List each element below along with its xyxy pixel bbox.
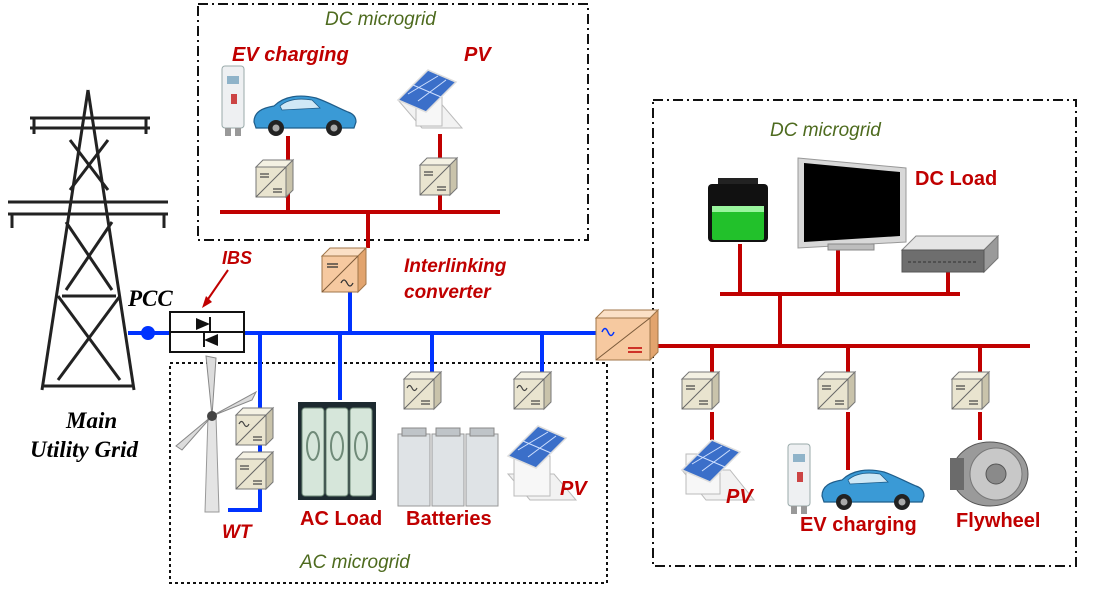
pv-right-label: PV [726,486,753,508]
dc-microgrid-top-title: DC microgrid [325,9,436,30]
ev-charging-right-label: EV charging [800,514,917,536]
pcc-label: PCC [128,286,173,311]
transmission-tower-icon [8,89,168,391]
main-utility-grid-label-line1: Main [66,408,118,433]
solar-panel-icon [506,425,578,501]
dc-load-label: DC Load [915,168,998,190]
flywheel-label: Flywheel [956,510,1041,532]
ac-microgrid-title: AC microgrid [300,552,410,573]
wt-label: WT [222,522,252,543]
batteries-label: Batteries [406,508,492,530]
converter-icon [255,159,294,198]
rack-server-icon [900,234,1000,274]
dc-microgrid-right-title: DC microgrid [770,120,881,141]
dc-bus-right [652,244,1030,470]
solar-panel-icon [396,69,464,129]
interlinking-label-line2: converter [404,282,491,303]
converter-icon [513,371,552,410]
ac-microgrid-box [169,362,608,584]
interlinking-label-line1: Interlinking [404,256,507,277]
flywheel-icon [950,441,1029,507]
ev-car-icon [821,469,925,511]
solar-panel-icon [680,439,756,501]
ibs-arrow [202,269,229,308]
pcc-node [141,326,155,340]
ev-charging-top-label: EV charging [232,44,349,66]
ev-charger-icon [221,65,245,137]
converter-icon [419,157,458,196]
ev-car-icon [253,95,357,137]
converter-icon [817,371,856,410]
monitor-icon [797,157,907,251]
battery-bank-icon [397,427,499,507]
converter-icon [235,407,274,446]
ac-load-cabinet-icon [298,402,376,500]
main-utility-grid-label-line2: Utility Grid [30,437,138,462]
thyristor-switch-icon [169,311,245,353]
pv-top-label: PV [464,44,491,66]
converter-icon [951,371,990,410]
ac-load-label: AC Load [300,508,383,530]
ac-dc-converter-icon [594,308,660,362]
pv-ac-label: PV [560,478,587,500]
converter-icon [681,371,720,410]
interlinking-converter-icon [320,246,368,294]
converter-icon [235,451,274,490]
battery-icon [708,178,768,242]
ibs-label: IBS [222,248,253,268]
converter-icon [403,371,442,410]
ev-charger-icon [787,443,811,515]
dc-microgrid-top-box [197,3,589,241]
wind-turbine-icon [175,355,258,513]
